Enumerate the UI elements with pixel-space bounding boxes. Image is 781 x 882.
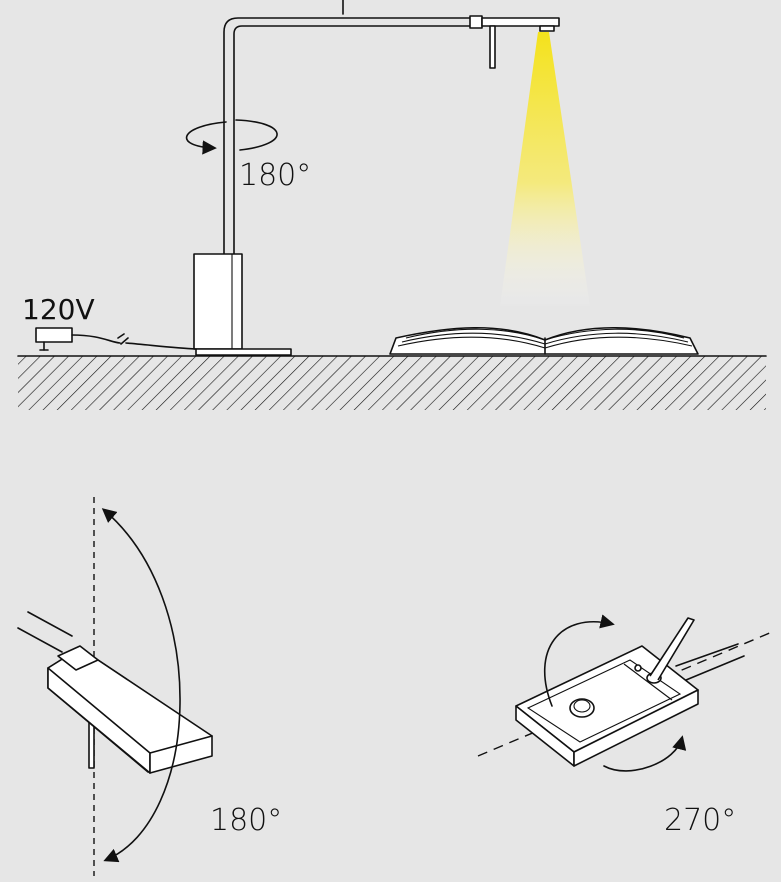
power-adapter-icon (35, 327, 197, 351)
ground-surface (17, 355, 767, 410)
top-scene: 180° 120V (17, 0, 767, 410)
head-tilt-label: 180° (210, 803, 282, 838)
pole-rotation-arrow (185, 119, 278, 155)
head-tilt-detail (17, 497, 213, 876)
head-spin-detail (477, 614, 773, 772)
voltage-label: 120V (22, 293, 95, 326)
head-spin-label: 270° (664, 803, 736, 838)
open-book-icon (389, 326, 699, 355)
light-beam (500, 32, 590, 306)
pole-rotation-label: 180° (239, 158, 311, 193)
lamp-icon (193, 0, 560, 356)
